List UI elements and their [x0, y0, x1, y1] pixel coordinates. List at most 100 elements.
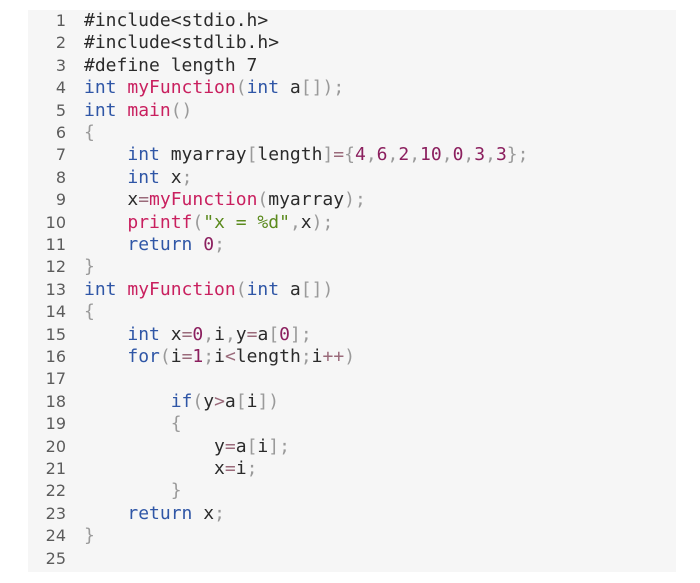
code-token: 3: [474, 144, 486, 166]
line-number: 21: [45, 459, 66, 478]
code-token: ]: [257, 390, 269, 412]
code-token: 0: [279, 323, 290, 345]
code-area: #include<stdio.h>#include<stdlib.h>#defi…: [28, 10, 676, 572]
code-token: ,: [203, 323, 215, 345]
code-token: (: [257, 189, 269, 211]
code-token: ;: [246, 458, 258, 479]
line-number: 7: [55, 145, 66, 165]
code-token: }: [84, 256, 95, 278]
code-token: #define length 7: [84, 54, 258, 76]
code-token: [84, 413, 171, 434]
code-token: #include<stdio.h>: [84, 10, 269, 31]
code-token: (: [235, 278, 247, 300]
code-token: [84, 346, 127, 367]
code-token: myarray: [268, 189, 345, 211]
code-token: [: [268, 323, 280, 345]
code-token: ,: [365, 144, 377, 166]
code-token: "x = %d": [203, 211, 290, 233]
code-line: }: [84, 525, 95, 547]
code-token: (: [235, 77, 247, 99]
code-token: myFunction: [149, 189, 258, 211]
code-line: int x;: [84, 167, 192, 189]
code-token: [: [235, 390, 247, 412]
code-token: ;: [300, 346, 312, 367]
code-line: }: [84, 256, 95, 278]
code-token: ;: [279, 435, 290, 457]
line-number: 5: [55, 100, 66, 120]
code-token: ): [344, 346, 356, 367]
code-token: =: [181, 323, 193, 345]
code-token: i: [246, 390, 258, 412]
code-token: (: [159, 346, 171, 367]
code-token: myFunction: [127, 278, 236, 300]
code-token: i: [235, 458, 247, 479]
code-token: ): [268, 390, 280, 412]
code-token: [: [246, 435, 258, 457]
code-token: ;: [354, 189, 366, 211]
code-token: x: [300, 211, 312, 233]
code-token: []: [300, 77, 323, 99]
code-token: }: [84, 525, 95, 547]
code-token: int: [84, 278, 117, 300]
code-token: (: [192, 390, 204, 412]
code-line: int myarray[length]={4,6,2,10,0,3,3};: [84, 144, 528, 166]
code-token: []: [300, 278, 323, 300]
code-token: {: [84, 122, 95, 143]
code-token: int: [84, 99, 117, 121]
line-number: 13: [45, 279, 66, 299]
code-line: return 0;: [84, 234, 225, 256]
code-token: ]: [290, 323, 301, 345]
code-line: int main(): [84, 100, 192, 122]
line-number: 11: [45, 235, 66, 254]
code-token: if: [170, 390, 193, 412]
code-line: int myFunction(int a[]): [84, 279, 333, 301]
code-token: ;: [181, 166, 193, 188]
code-line: return x;: [84, 503, 225, 525]
code-token: ,: [224, 323, 236, 345]
code-token: [84, 167, 127, 188]
code-token: #include<stdlib.h>: [84, 32, 280, 54]
code-line: for(i=1;i<length;i++): [84, 346, 355, 368]
code-token: int: [84, 77, 117, 99]
code-line: x=myFunction(myarray);: [84, 189, 366, 211]
code-token: ): [311, 211, 323, 233]
code-token: y: [235, 323, 247, 345]
code-token: <: [224, 346, 236, 367]
code-token: ;: [214, 502, 225, 524]
code-token: a: [257, 323, 269, 345]
code-token: for: [127, 346, 160, 367]
code-token: 4: [354, 144, 366, 166]
code-line: #include<stdio.h>: [84, 10, 268, 32]
code-token: main: [127, 99, 171, 121]
code-token: int: [127, 166, 160, 188]
code-token: 0: [192, 323, 204, 345]
code-line: #define length 7: [84, 55, 257, 77]
code-token: [117, 100, 128, 121]
code-token: ,: [289, 211, 301, 233]
line-number: 4: [55, 78, 66, 98]
code-token: y: [203, 390, 215, 412]
code-token: i: [214, 346, 225, 367]
code-line: int myFunction(int a[]);: [84, 77, 344, 99]
code-token: [84, 234, 127, 255]
code-token: [84, 480, 171, 501]
code-token: y: [84, 435, 225, 457]
code-token: x: [159, 323, 182, 345]
code-token: ): [322, 278, 334, 300]
line-number: 23: [45, 503, 66, 523]
code-token: ,: [387, 144, 399, 166]
code-token: ++: [322, 346, 345, 367]
code-token: ,: [485, 144, 496, 166]
code-token: x: [159, 166, 182, 188]
line-number: 16: [45, 347, 66, 366]
line-number: 18: [45, 391, 66, 411]
code-token: [84, 144, 127, 165]
line-number: 22: [45, 481, 66, 501]
code-token: int: [127, 144, 160, 166]
code-token: ,: [409, 144, 421, 166]
line-number: 8: [55, 167, 66, 187]
code-token: ): [344, 189, 355, 211]
code-token: i: [170, 346, 182, 367]
